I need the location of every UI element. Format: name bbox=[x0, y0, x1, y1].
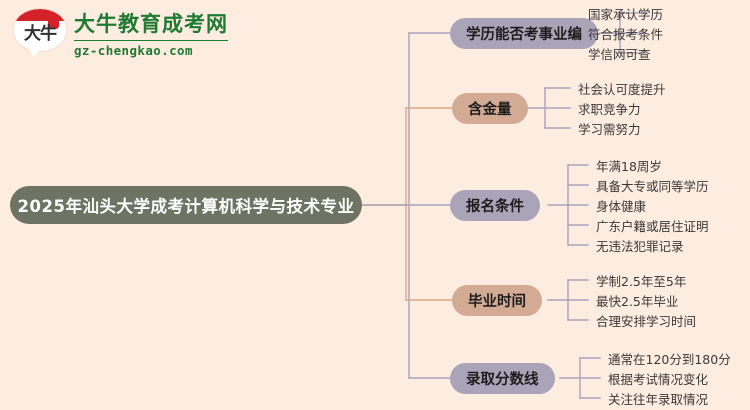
mindmap-leaf-node[interactable]: 学习需努力 bbox=[578, 121, 641, 137]
mindmap-branch-node-3[interactable]: 报名条件 bbox=[450, 190, 540, 221]
logo-red-seal bbox=[48, 18, 59, 29]
mindmap-leaf-node[interactable]: 根据考试情况变化 bbox=[608, 371, 709, 387]
mindmap-branch-node-4[interactable]: 毕业时间 bbox=[452, 285, 542, 316]
logo-title: 大牛教育成考网 bbox=[74, 12, 228, 36]
mindmap-leaf-node[interactable]: 广东户籍或居住证明 bbox=[596, 218, 709, 234]
mindmap-leaf-node[interactable]: 学信网可查 bbox=[588, 46, 651, 62]
mindmap-branch-node-5[interactable]: 录取分数线 bbox=[450, 363, 555, 394]
mindmap-leaf-node[interactable]: 学制2.5年至5年 bbox=[596, 273, 687, 289]
mindmap-leaf-node[interactable]: 年满18周岁 bbox=[596, 158, 662, 174]
logo-bubble-tail bbox=[27, 46, 43, 57]
mindmap-leaf-node[interactable]: 通常在120分到180分 bbox=[608, 351, 731, 367]
logo-text-block: 大牛教育成考网 gz-chengkao.com bbox=[74, 8, 228, 58]
mindmap-leaf-node[interactable]: 最快2.5年毕业 bbox=[596, 293, 679, 309]
logo-url: gz-chengkao.com bbox=[74, 40, 228, 58]
site-logo: 大牛 大牛教育成考网 gz-chengkao.com bbox=[14, 8, 228, 58]
mindmap-leaf-node[interactable]: 求职竞争力 bbox=[578, 101, 641, 117]
mindmap-root-node[interactable]: 2025年汕头大学成考计算机科学与技术专业 bbox=[10, 186, 362, 224]
mindmap-leaf-node[interactable]: 关注往年录取情况 bbox=[608, 391, 709, 407]
mindmap-leaf-node[interactable]: 具备大专或同等学历 bbox=[596, 178, 709, 194]
logo-mark-text: 大牛 bbox=[24, 24, 57, 44]
mindmap-branch-node-2[interactable]: 含金量 bbox=[452, 93, 528, 124]
logo-bubble-shape: 大牛 bbox=[14, 9, 66, 51]
mindmap-leaf-node[interactable]: 符合报考条件 bbox=[588, 26, 664, 42]
mindmap-leaf-node[interactable]: 社会认可度提升 bbox=[578, 81, 666, 97]
logo-speech-bubble-icon: 大牛 bbox=[14, 9, 66, 57]
mindmap-leaf-node[interactable]: 国家承认学历 bbox=[588, 6, 664, 22]
mindmap-leaf-node[interactable]: 身体健康 bbox=[596, 198, 647, 214]
mindmap-branch-node-1[interactable]: 学历能否考事业编 bbox=[450, 18, 598, 49]
mindmap-leaf-node[interactable]: 合理安排学习时间 bbox=[596, 313, 697, 329]
mindmap-leaf-node[interactable]: 无违法犯罪记录 bbox=[596, 238, 684, 254]
